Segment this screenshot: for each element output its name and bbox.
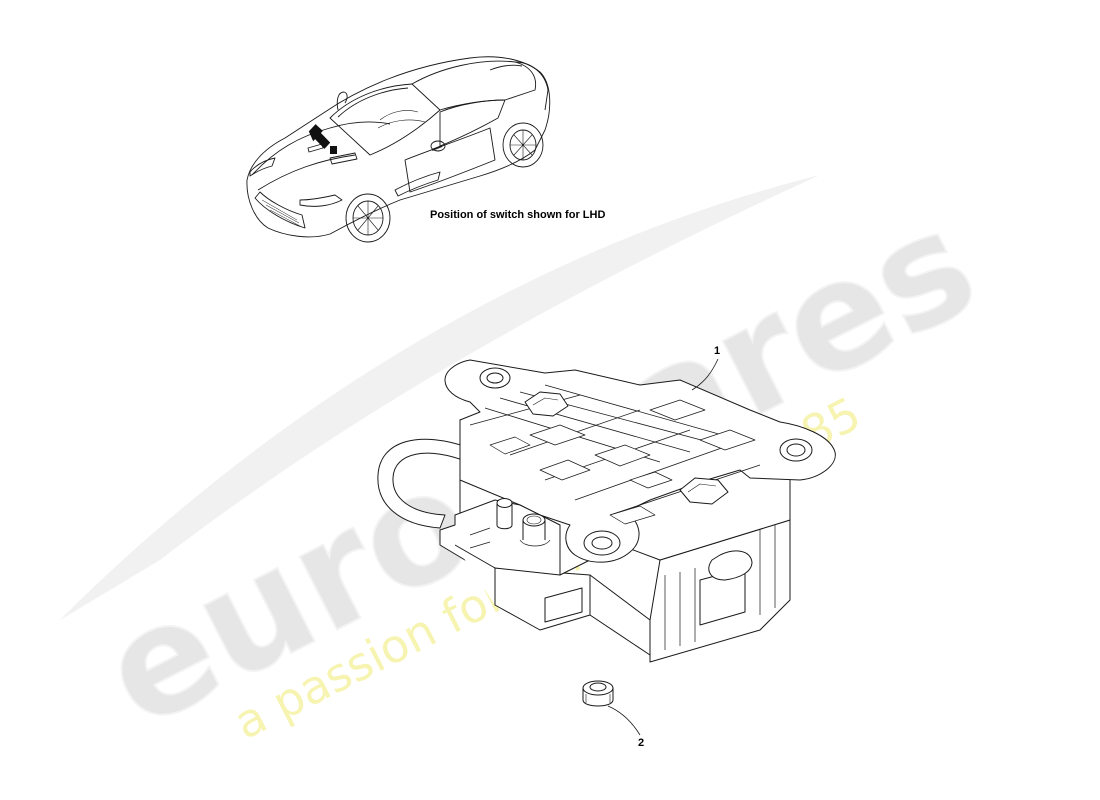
location-arrow-icon <box>308 124 331 149</box>
callout-1-leader <box>691 358 719 391</box>
callout-1-number: 1 <box>714 345 721 357</box>
callout-2-leader <box>607 705 641 736</box>
nut-part <box>582 680 614 707</box>
location-caption: Position of switch shown for LHD <box>430 209 606 221</box>
car-illustration <box>246 56 551 243</box>
switch-assembly <box>377 359 836 663</box>
callout-2-number: 2 <box>638 737 645 749</box>
